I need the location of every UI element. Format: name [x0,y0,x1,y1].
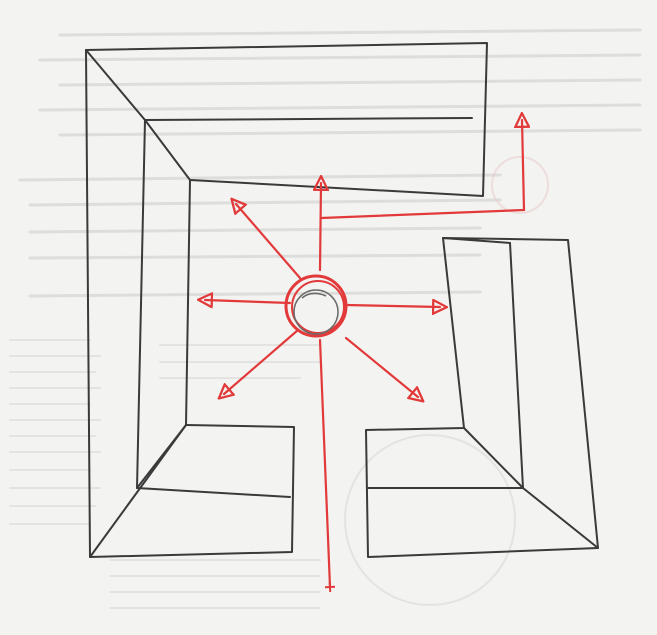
up-arrow [320,183,321,270]
